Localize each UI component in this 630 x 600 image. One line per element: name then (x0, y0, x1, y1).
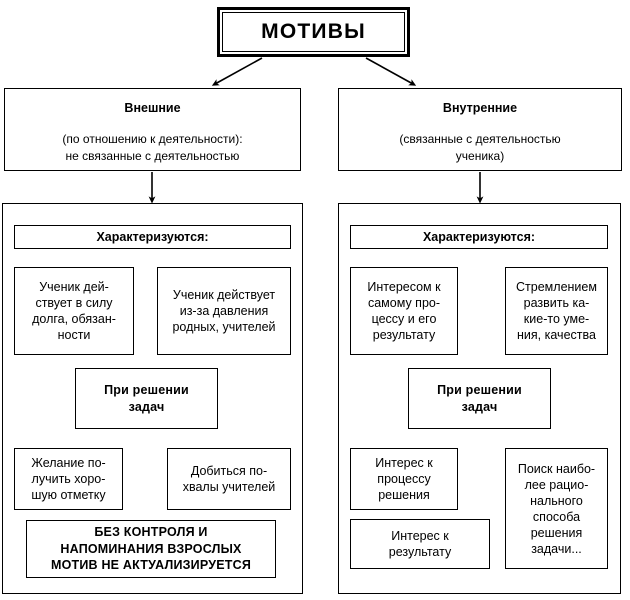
result-internal-left-line2: процессу (377, 472, 431, 486)
result-internal-left-line1: Интерес к (375, 456, 433, 470)
branch-subtitle-internal-line1: (связанные с деятельностью (399, 131, 561, 146)
trait-internal-left-line4: результату (372, 328, 436, 342)
result-box-external-right: Добиться по- хвалы учителей (167, 448, 291, 510)
trait-internal-right-line2: развить ка- (523, 296, 590, 310)
trait-box-internal-left: Интересом к самому про- цессу и его резу… (350, 267, 458, 355)
branch-title-internal: Внутренние (442, 101, 518, 115)
result-external-left-line2: лучить хоро- (31, 472, 106, 486)
branch-head-external: Внешние (по отношению к деятельности): н… (4, 88, 301, 171)
trait-internal-left-line3: цессу и его (371, 312, 437, 326)
solving-label-internal: При решении задач (408, 368, 551, 429)
trait-external-right-line3: родных, учителей (172, 320, 276, 334)
trait-internal-left-line2: самому про- (367, 296, 441, 310)
result-internal-right-line6: задачи... (531, 541, 582, 556)
trait-external-left-line4: ности (57, 328, 91, 342)
solving-internal-line1: При решении (437, 382, 522, 397)
trait-internal-left-line1: Интересом к (367, 280, 441, 294)
result-internal-right-line1: Поиск наибо- (517, 461, 596, 476)
solving-label-external: При решении задач (75, 368, 218, 429)
result-internal-left-line3: решения (378, 488, 430, 502)
page-title: МОТИВЫ (222, 12, 405, 52)
characterized-label-external: Характеризуются: (14, 225, 291, 249)
conclusion-line2: НАПОМИНАНИЯ ВЗРОСЛЫХ (60, 541, 242, 556)
trait-internal-right-line4: ния, качества (517, 328, 596, 342)
result-external-right-line2: хвалы учителей (182, 480, 276, 494)
root-title-box: МОТИВЫ (217, 7, 410, 57)
solving-internal-line2: задач (461, 399, 498, 414)
characterized-text-internal: Характеризуются: (422, 230, 536, 244)
result-box-internal-left: Интерес к процессу решения (350, 448, 458, 510)
characterized-label-internal: Характеризуются: (350, 225, 608, 249)
result-external-left-line1: Желание по- (31, 456, 106, 470)
result-box-internal-right: Поиск наибо- лее рацио- нального способа… (505, 448, 608, 569)
result-internal-extra-line2: результату (388, 545, 452, 559)
result-internal-right-line4: способа (532, 509, 581, 524)
result-internal-right-line3: нального (530, 493, 583, 508)
branch-title-external: Внешние (124, 101, 181, 115)
trait-box-internal-right: Стремлением развить ка- кие-то уме- ния,… (505, 267, 608, 355)
trait-external-right-line2: из-за давления (179, 304, 269, 318)
trait-external-left-line2: ствует в силу (35, 296, 113, 310)
solving-external-line2: задач (128, 399, 165, 414)
characterized-text-external: Характеризуются: (96, 230, 209, 244)
result-box-internal-extra: Интерес к результату (350, 519, 490, 569)
result-internal-extra-line1: Интерес к (391, 529, 449, 543)
result-box-external-left: Желание по- лучить хоро- шую отметку (14, 448, 123, 510)
branch-subtitle-external-line1: (по отношению к деятельности): (62, 131, 243, 146)
branch-head-internal: Внутренние (связанные с деятельностью уч… (338, 88, 622, 171)
trait-external-left-line3: долга, обязан- (32, 312, 116, 326)
conclusion-box-external: БЕЗ КОНТРОЛЯ И НАПОМИНАНИЯ ВЗРОСЛЫХ МОТИ… (26, 520, 276, 578)
result-internal-right-line2: лее рацио- (524, 477, 589, 492)
result-external-right-line1: Добиться по- (190, 464, 268, 478)
trait-external-right-line1: Ученик действует (172, 288, 276, 302)
result-external-left-line3: шую отметку (31, 488, 106, 502)
branch-subtitle-external-line2: не связанные с деятельностью (65, 149, 240, 164)
trait-external-left-line1: Ученик дей- (39, 280, 109, 294)
trait-box-external-right: Ученик действует из-за давления родных, … (157, 267, 291, 355)
solving-external-line1: При решении (104, 382, 189, 397)
conclusion-line1: БЕЗ КОНТРОЛЯ И (94, 524, 208, 539)
result-internal-right-line5: решения (530, 525, 583, 540)
trait-internal-right-line1: Стремлением (516, 280, 597, 294)
trait-internal-right-line3: кие-то уме- (523, 312, 590, 326)
conclusion-line3: МОТИВ НЕ АКТУАЛИЗИРУЕТСЯ (50, 558, 251, 573)
branch-subtitle-internal-line2: ученика) (455, 149, 505, 164)
trait-box-external-left: Ученик дей- ствует в силу долга, обязан-… (14, 267, 134, 355)
